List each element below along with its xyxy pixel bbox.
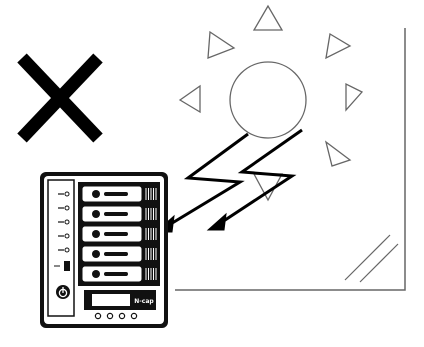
status-leds <box>58 191 70 253</box>
drive-bays <box>81 185 157 283</box>
drive-bay <box>81 225 157 243</box>
front-button <box>130 312 138 320</box>
display-panel <box>84 290 156 310</box>
window-icon <box>175 28 406 291</box>
front-buttons <box>94 312 138 320</box>
usb-port-icon <box>54 261 70 271</box>
front-button <box>94 312 102 320</box>
drive-bay <box>81 245 157 263</box>
drive-bay <box>81 185 157 203</box>
zigzag-arrow-icon <box>154 132 249 233</box>
drive-bay <box>81 265 157 283</box>
power-icon <box>56 285 70 299</box>
front-button <box>106 312 114 320</box>
front-button <box>118 312 126 320</box>
zigzag-arrow-icon <box>206 128 303 231</box>
nas-device: N-cap <box>40 172 168 328</box>
sun-icon <box>178 4 364 202</box>
brand-label: N-cap <box>134 298 154 305</box>
drive-bay <box>81 205 157 223</box>
x-mark-icon <box>17 53 103 143</box>
